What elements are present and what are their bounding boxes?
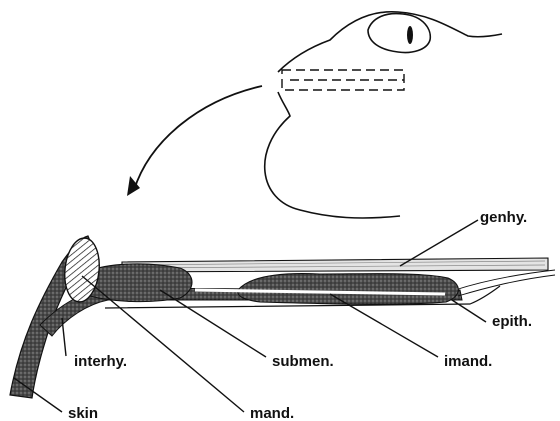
geniohyoid-band [122, 258, 548, 272]
epithelium-lines [455, 270, 555, 296]
frog-head-outline [265, 12, 502, 218]
detail-box [282, 70, 404, 90]
eye-pupil [407, 26, 413, 44]
label-submen: submen. [272, 353, 334, 370]
eye-outline [368, 14, 430, 53]
label-mand: mand. [250, 405, 294, 421]
section-drawing [10, 236, 555, 398]
throat-outline [265, 92, 400, 218]
label-skin: skin [68, 405, 98, 421]
magnify-arrow [127, 86, 262, 196]
submentalis-muscle [86, 264, 192, 302]
label-interhy: interhy. [74, 353, 127, 370]
label-epith: epith. [492, 313, 532, 330]
intermandibular-muscle [238, 274, 459, 305]
label-imand: imand. [444, 353, 492, 370]
label-genhy: genhy. [480, 209, 527, 226]
leader-epith [452, 300, 486, 322]
